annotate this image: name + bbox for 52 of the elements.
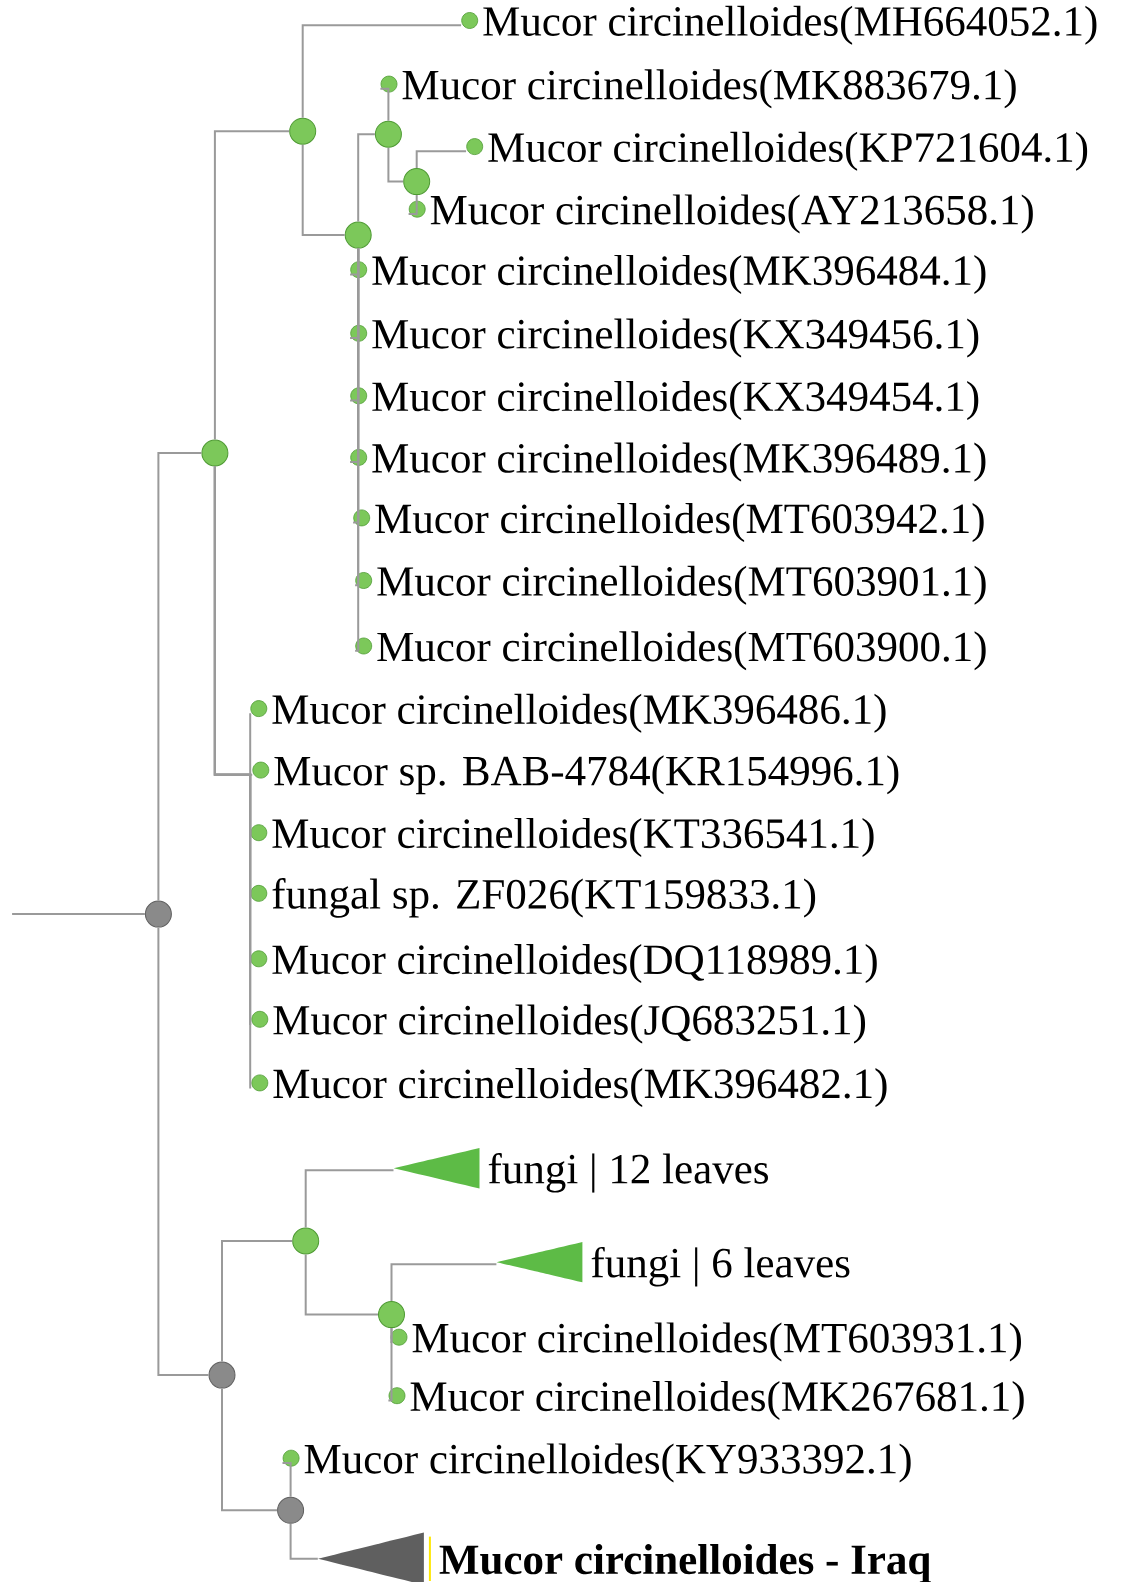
tree-node <box>208 1361 236 1389</box>
taxon-label: Mucor circinelloides(KX349454.1) <box>350 381 979 420</box>
branch-line <box>390 1263 498 1303</box>
taxon-label: fungal sp. ZF026(KT159833.1) <box>250 878 816 918</box>
branch-line <box>221 1240 294 1363</box>
branch-line <box>157 452 203 902</box>
branch-line <box>357 133 376 223</box>
taxon-label: Mucor circinelloides(MT603931.1) <box>390 1322 1021 1362</box>
branch-line <box>379 87 390 122</box>
collapsed-clade-label: fungi | 12 leaves <box>393 1148 768 1193</box>
taxon-label: Mucor circinelloides(MK267681.1) <box>388 1380 1024 1420</box>
taxon-label: Mucor circinelloides(MT603900.1) <box>355 631 986 671</box>
branch-line <box>301 24 463 119</box>
branch-line <box>304 1253 379 1316</box>
tree-node <box>344 221 372 249</box>
branch-line <box>157 926 210 1377</box>
branch-line <box>213 130 291 441</box>
branch-line <box>387 146 405 183</box>
branch-line <box>387 1327 393 1402</box>
branch-line <box>289 1522 319 1560</box>
taxon-label: Mucor circinelloides(MK396489.1) <box>350 442 986 482</box>
tree-node <box>289 117 317 145</box>
tree-node <box>292 1227 320 1255</box>
taxon-label: Mucor circinelloides(KY933392.1) <box>282 1443 911 1483</box>
branch-line <box>301 143 346 237</box>
taxon-label: Mucor circinelloides(DQ118989.1) <box>250 944 877 983</box>
taxon-label: Mucor circinelloides(MT603942.1) <box>353 503 984 543</box>
taxon-label: Mucor circinelloides(KX349456.1) <box>350 318 979 358</box>
branch-line <box>304 1169 395 1229</box>
tree-node <box>277 1496 305 1524</box>
branch-line <box>415 150 468 170</box>
branch-line <box>407 194 418 215</box>
branch-line <box>281 1461 292 1498</box>
collapsed-clade-label: fungi | 6 leaves <box>496 1241 850 1287</box>
taxon-label: Mucor circinelloides(JQ683251.1) <box>251 1004 866 1044</box>
taxon-label: Mucor circinelloides(MK396486.1) <box>250 693 886 733</box>
branch-line <box>11 913 146 916</box>
tree-node <box>403 168 431 196</box>
tree-node <box>374 120 402 148</box>
taxon-label: Mucor circinelloides(MK396482.1) <box>251 1068 887 1108</box>
taxon-label: Mucor sp. BAB-4784(KR154996.1) <box>252 755 899 795</box>
taxon-label: Mucor circinelloides(KP721604.1) <box>466 131 1088 171</box>
taxon-label: Mucor circinelloides(AY213658.1) <box>408 194 1033 234</box>
branch-line <box>221 1387 279 1512</box>
taxon-label: Mucor circinelloides(MK396484.1) <box>350 254 986 294</box>
taxon-label: Mucor circinelloides(MK883679.1) <box>380 69 1016 109</box>
tree-node <box>201 439 229 467</box>
taxon-label: Mucor circinelloides(MH664052.1) <box>461 5 1097 45</box>
taxon-label: Mucor circinelloides(MT603901.1) <box>355 565 986 605</box>
branch-line <box>354 247 360 652</box>
taxon-label: Mucor circinelloides(KT336541.1) <box>250 817 874 857</box>
tree-node <box>144 900 172 928</box>
